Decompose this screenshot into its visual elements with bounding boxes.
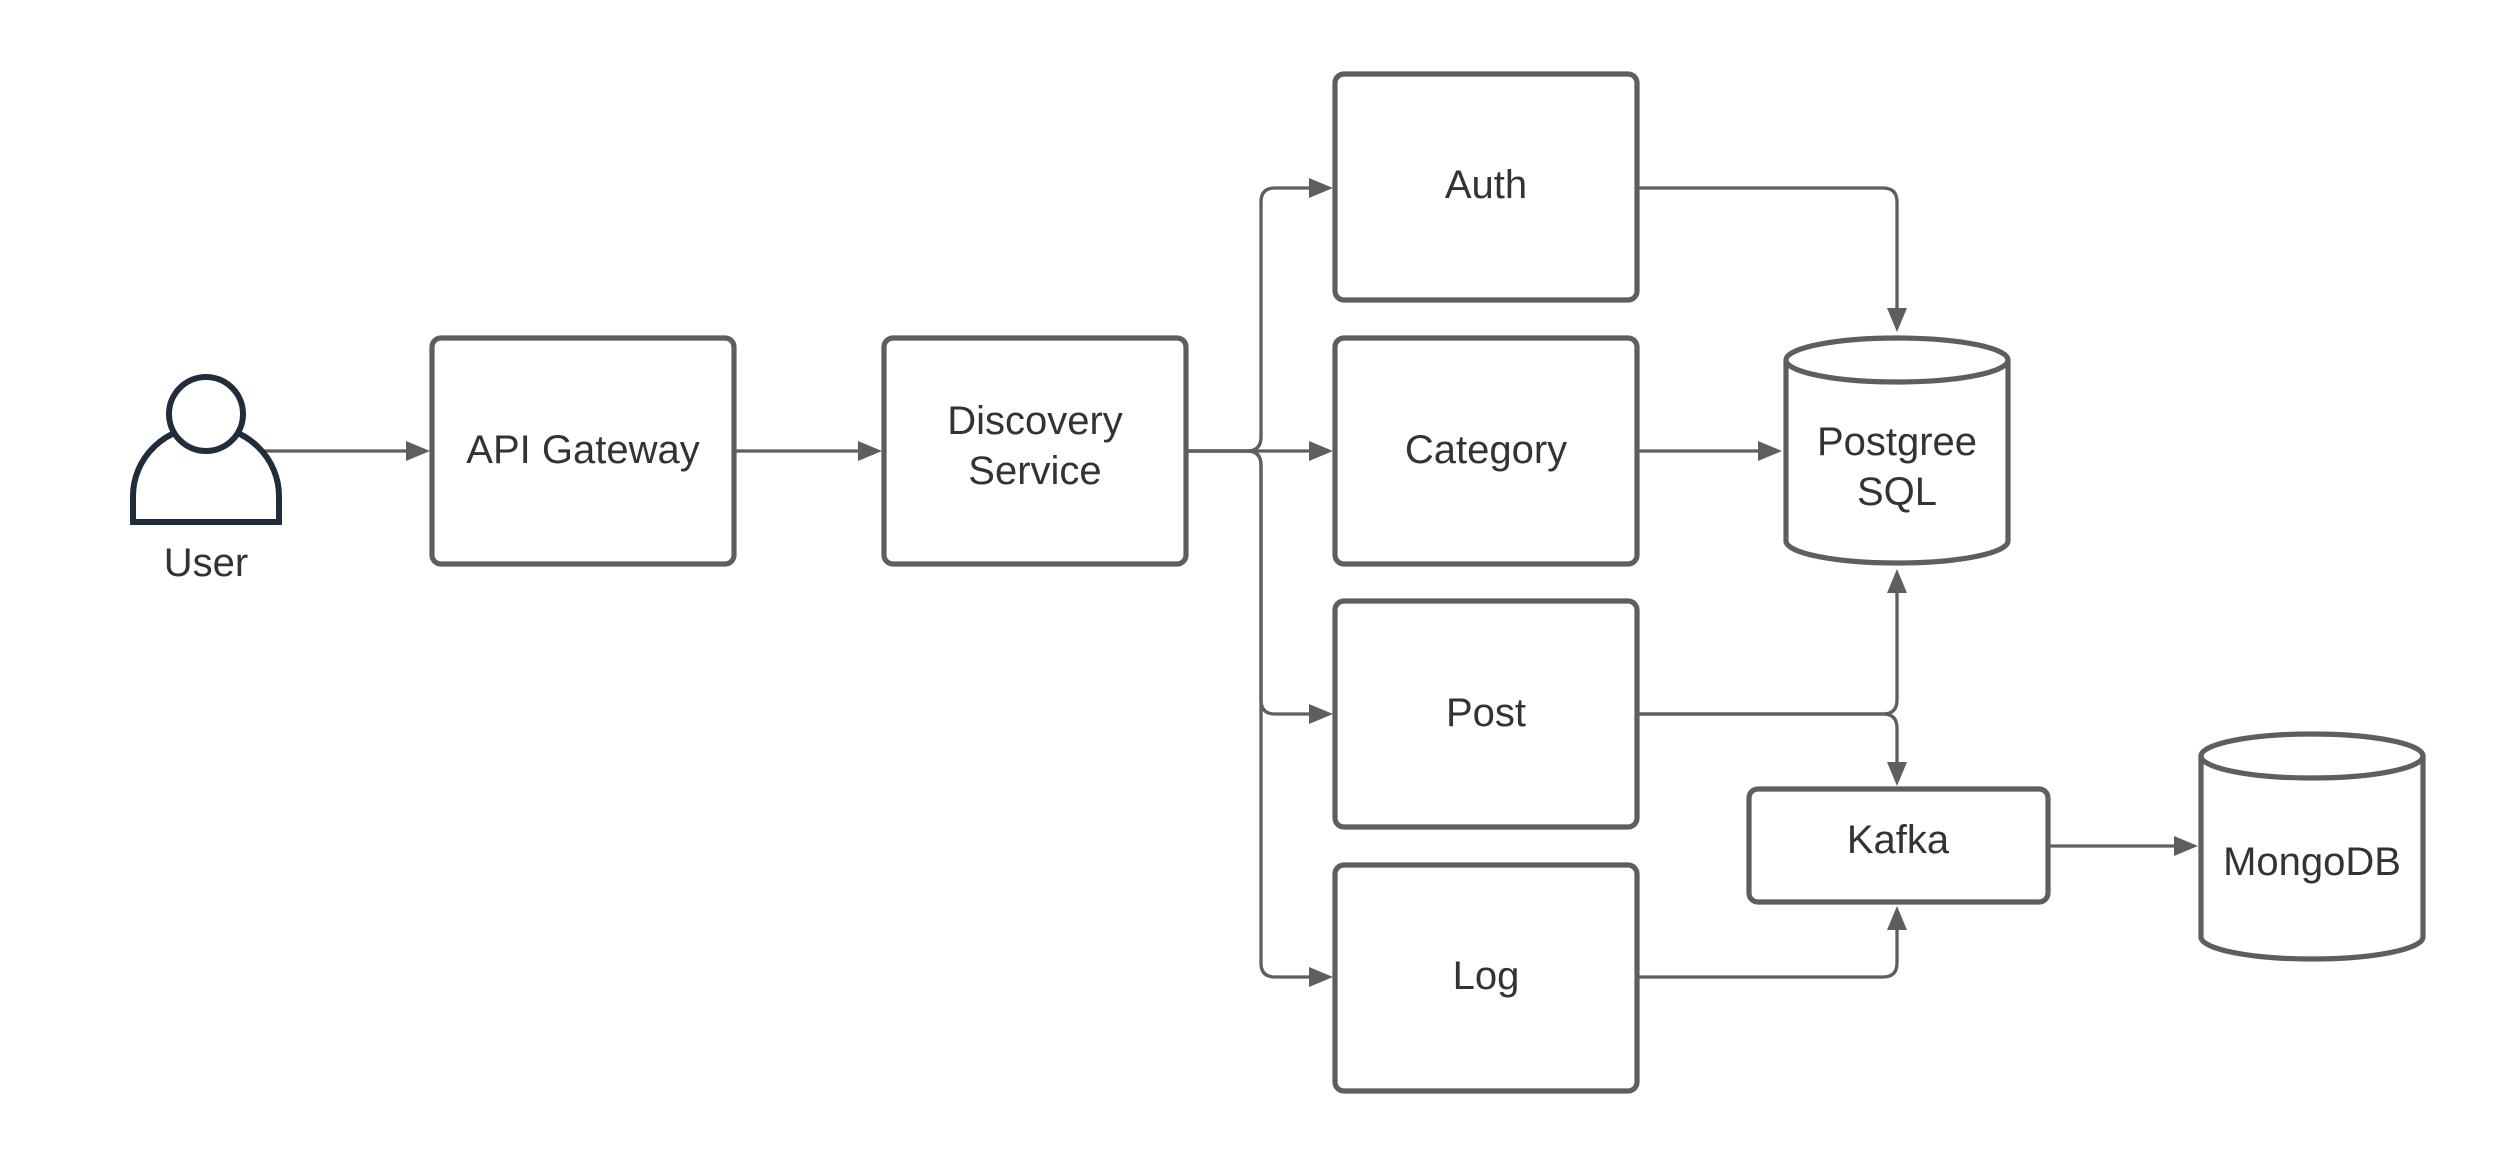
- node-kafka: Kafka: [1746, 786, 2051, 905]
- mongodb-label: MongoDB: [2223, 840, 2401, 884]
- edge-log-to-kafka: [1637, 906, 1907, 979]
- edge-api-gateway-to-discovery-service: [735, 441, 882, 461]
- node-category: Category: [1332, 335, 1640, 567]
- edge-post-to-postgresql: [1637, 569, 1907, 716]
- node-user: User: [130, 374, 282, 585]
- edge-auth-to-postgresql: [1637, 186, 1907, 332]
- node-log: Log: [1332, 862, 1640, 1094]
- edge-user-to-api-gateway: [250, 441, 430, 461]
- node-auth: Auth: [1332, 71, 1640, 303]
- user-label: User: [164, 541, 248, 585]
- person-icon: [130, 374, 282, 525]
- postgresql-label-line1: Postgree: [1817, 420, 1977, 464]
- edge-discovery-to-auth: [1184, 178, 1333, 453]
- edge-discovery-to-log: [1184, 449, 1333, 987]
- database-cylinder-icon: [2198, 731, 2426, 962]
- postgresql-label-line2: SQL: [1857, 470, 1937, 514]
- api-gateway-label: API Gateway: [466, 428, 699, 472]
- node-discovery-service: Discovery Service: [881, 335, 1189, 567]
- edge-post-to-kafka: [1637, 712, 1907, 786]
- discovery-service-label-line2: Service: [968, 449, 1101, 493]
- post-label: Post: [1446, 691, 1526, 735]
- auth-label: Auth: [1445, 163, 1527, 207]
- database-cylinder-icon: [1783, 335, 2011, 566]
- category-label: Category: [1405, 428, 1567, 472]
- edge-discovery-to-post: [1184, 449, 1333, 724]
- edge-category-to-postgresql: [1637, 441, 1782, 461]
- log-label: Log: [1453, 954, 1520, 998]
- node-mongodb: MongoDB: [2198, 731, 2426, 962]
- node-post: Post: [1332, 598, 1640, 830]
- edges: [250, 178, 2198, 987]
- edge-kafka-to-mongodb: [2048, 836, 2198, 856]
- discovery-service-label-line1: Discovery: [947, 399, 1123, 443]
- kafka-label: Kafka: [1847, 818, 1950, 862]
- node-api-gateway: API Gateway: [429, 335, 737, 567]
- node-postgresql: Postgree SQL: [1783, 335, 2011, 566]
